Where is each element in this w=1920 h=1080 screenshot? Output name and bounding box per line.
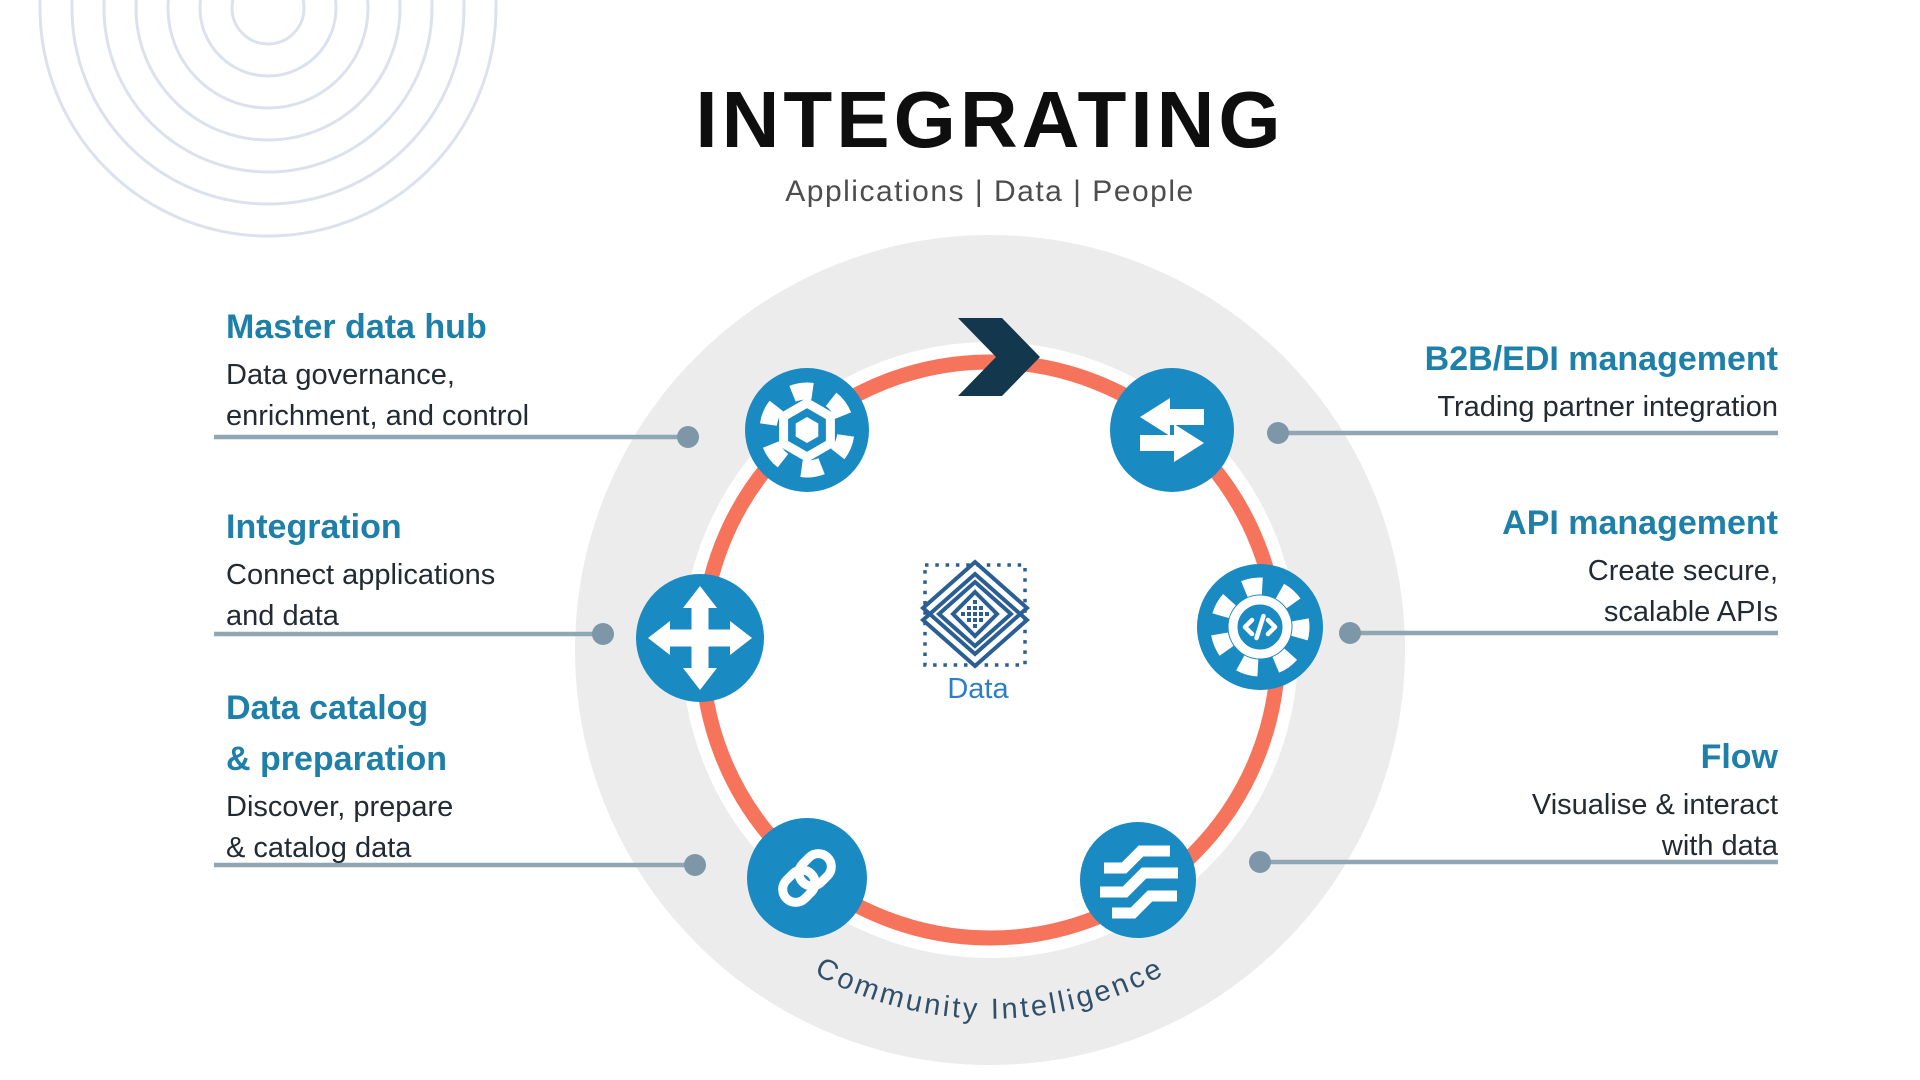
cog-icon: [745, 368, 869, 492]
connector-dots-right: [1249, 422, 1361, 873]
waves-icon: [1080, 822, 1196, 938]
connector-dot: [1339, 622, 1361, 644]
label-body: Data governance, enrichment, and control: [226, 359, 530, 432]
connector-lines-left: [214, 434, 695, 868]
label-b2b-edi: B2B/EDI management Trading partner integ…: [1425, 334, 1778, 428]
chain-link-icon: [747, 818, 867, 938]
outer-gray-band: [575, 235, 1405, 1065]
label-title: Master data hub: [226, 308, 487, 346]
label-flow: Flow Visualise & interact with data: [1532, 732, 1778, 867]
connector-dot: [677, 426, 699, 448]
connector-dots-left: [592, 426, 706, 876]
concentric-circles-decoration: [38, 0, 498, 238]
label-body: Discover, prepare & catalog data: [226, 791, 454, 864]
label-master-data-hub: Master data hub Data governance, enrichm…: [226, 302, 529, 437]
label-title: Flow: [1700, 738, 1778, 776]
label-body: Trading partner integration: [1437, 391, 1778, 423]
chevron-right-icon: [958, 318, 1040, 396]
label-integration: Integration Connect applications and dat…: [226, 502, 495, 637]
dot-grid: [961, 600, 989, 628]
label-data-catalog: Data catalog & preparation Discover, pre…: [226, 683, 453, 869]
page-title: INTEGRATING: [695, 75, 1285, 164]
label-api-management: API management Create secure, scalable A…: [1502, 498, 1778, 633]
center-data-label: Data: [947, 673, 1009, 705]
connector-dot: [592, 623, 614, 645]
label-title: Integration: [226, 508, 402, 546]
swap-arrows-icon: [1110, 368, 1234, 492]
gear-code-icon: [1197, 564, 1323, 690]
connector-lines-right: [1260, 430, 1778, 865]
label-title: B2B/EDI management: [1424, 340, 1778, 378]
connector-dot: [1249, 851, 1271, 873]
move-arrows-icon: [636, 574, 764, 702]
connector-dot: [684, 854, 706, 876]
label-title: API management: [1502, 504, 1778, 542]
label-title: Data catalog & preparation: [226, 689, 448, 778]
label-body: Visualise & interact with data: [1531, 789, 1778, 862]
connector-dot: [1267, 422, 1289, 444]
label-body: Connect applications and data: [226, 559, 496, 632]
layers-data-icon: [919, 559, 1031, 669]
page-subtitle: Applications | Data | People: [785, 175, 1195, 208]
label-body: Create secure, scalable APIs: [1587, 555, 1778, 628]
